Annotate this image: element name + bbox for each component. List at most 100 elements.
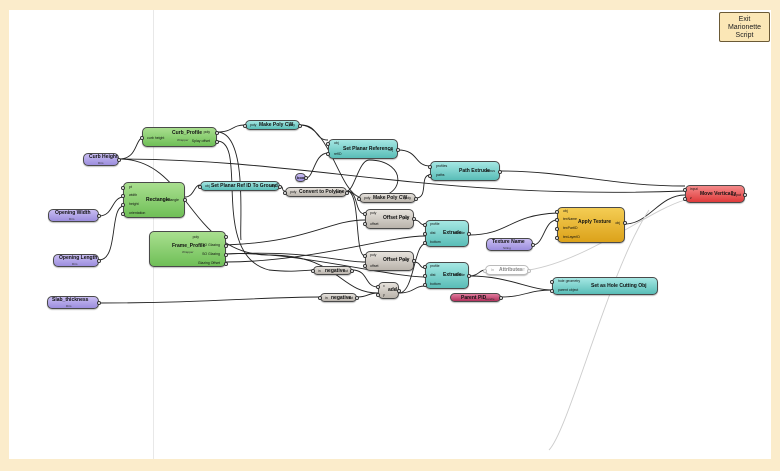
output-port[interactable] bbox=[412, 217, 416, 221]
offset-poly-node-2[interactable]: poly offset Offset Poly poly bbox=[363, 251, 416, 271]
texture-name-node[interactable]: Texture Name String bbox=[486, 238, 535, 251]
input-port[interactable] bbox=[555, 227, 559, 231]
input-port[interactable] bbox=[483, 269, 487, 273]
parent-pid-node[interactable]: Parent PID Handle bbox=[450, 293, 503, 302]
input-port[interactable] bbox=[550, 280, 554, 284]
frame-profile-node[interactable]: Frame_Profile Wrapper poly TO Glazing SO… bbox=[149, 231, 228, 267]
input-port[interactable] bbox=[550, 289, 554, 293]
make-poly-cw-node[interactable]: poly Make Poly CW poly bbox=[243, 120, 302, 130]
input-port[interactable] bbox=[428, 174, 432, 178]
output-port[interactable] bbox=[397, 289, 401, 293]
negative-node-1[interactable]: in negative out bbox=[311, 266, 354, 275]
output-port[interactable] bbox=[215, 140, 219, 144]
opening-width-node[interactable]: Opening Width Dim bbox=[48, 209, 101, 222]
curb-profile-node[interactable]: Curb_Profile Wrapper curb height poly Sp… bbox=[140, 127, 219, 147]
input-port[interactable] bbox=[423, 232, 427, 236]
input-port[interactable] bbox=[224, 235, 228, 239]
input-port[interactable] bbox=[311, 269, 315, 273]
input-port[interactable] bbox=[423, 223, 427, 227]
output-port[interactable] bbox=[224, 244, 228, 248]
output-port[interactable] bbox=[527, 269, 531, 273]
input-port[interactable] bbox=[363, 212, 367, 216]
output-port[interactable] bbox=[97, 259, 101, 263]
attributes-node[interactable]: In Attributes OUT bbox=[483, 265, 531, 275]
input-port[interactable] bbox=[683, 188, 687, 192]
wire bbox=[397, 149, 431, 167]
input-port[interactable] bbox=[363, 264, 367, 268]
set-planar-reference-node[interactable]: obj refID Set Planar Reference obj bbox=[326, 139, 400, 159]
offset-poly-node-1[interactable]: poly offset Offset Poly poly bbox=[363, 209, 416, 229]
input-port[interactable] bbox=[683, 197, 687, 201]
output-port[interactable] bbox=[350, 269, 354, 273]
output-port[interactable] bbox=[499, 296, 503, 300]
set-planar-ref-ground-node[interactable]: obj Set Planar Ref ID To Ground obj bbox=[198, 181, 282, 191]
rectangle-node[interactable]: Rectangle pt width height orientation re… bbox=[121, 182, 187, 218]
output-port[interactable] bbox=[304, 176, 308, 180]
bool-node[interactable]: bool bbox=[295, 173, 308, 182]
opening-length-node[interactable]: Opening Length Dim bbox=[53, 254, 101, 267]
output-port[interactable] bbox=[298, 124, 302, 128]
move-vertically-node[interactable]: input z Move Vertically output bbox=[683, 185, 747, 203]
negative-node-2[interactable]: in negative out bbox=[318, 293, 359, 302]
output-port[interactable] bbox=[467, 274, 471, 278]
input-port[interactable] bbox=[121, 203, 125, 207]
output-port[interactable] bbox=[117, 158, 121, 162]
input-port[interactable] bbox=[363, 222, 367, 226]
path-extrude-node[interactable]: profiles paths Path Extrude extrus bbox=[428, 161, 502, 181]
input-port[interactable] bbox=[121, 186, 125, 190]
input-port[interactable] bbox=[326, 152, 330, 156]
input-port[interactable] bbox=[423, 241, 427, 245]
output-port[interactable] bbox=[623, 221, 627, 225]
input-port[interactable] bbox=[318, 296, 322, 300]
make-poly-cw-node-2[interactable]: poly Make Poly CW poly bbox=[357, 193, 418, 203]
node-type: Wrapper bbox=[182, 250, 194, 254]
output-port[interactable] bbox=[498, 170, 502, 174]
output-port[interactable] bbox=[743, 193, 747, 197]
input-port[interactable] bbox=[243, 124, 247, 128]
input-port[interactable] bbox=[357, 197, 361, 201]
set-hole-cutting-node[interactable]: hole geometry parent object Set as Hole … bbox=[550, 277, 658, 295]
input-label: x bbox=[383, 284, 385, 288]
output-port[interactable] bbox=[97, 214, 101, 218]
input-port[interactable] bbox=[423, 274, 427, 278]
output-port[interactable] bbox=[224, 262, 228, 266]
exit-marionette-script-button[interactable]: Exit Marionette Script bbox=[719, 12, 770, 42]
extrude-node-1[interactable]: profile dist bottom Extrude extrude bbox=[423, 220, 471, 247]
input-port[interactable] bbox=[198, 185, 202, 189]
slab-thickness-node[interactable]: Slab_thickness Dim bbox=[47, 296, 101, 309]
output-port[interactable] bbox=[278, 185, 282, 189]
output-port[interactable] bbox=[183, 198, 187, 202]
output-port[interactable] bbox=[215, 131, 219, 135]
input-port[interactable] bbox=[555, 236, 559, 240]
input-port[interactable] bbox=[423, 283, 427, 287]
input-label: poly bbox=[370, 253, 377, 257]
output-port[interactable] bbox=[467, 232, 471, 236]
apply-texture-node[interactable]: obj texName texPartID texLayerID Apply T… bbox=[555, 207, 627, 243]
input-port[interactable] bbox=[326, 142, 330, 146]
output-port[interactable] bbox=[97, 301, 101, 305]
input-port[interactable] bbox=[140, 136, 144, 140]
input-port[interactable] bbox=[555, 210, 559, 214]
input-port[interactable] bbox=[121, 212, 125, 216]
input-port[interactable] bbox=[555, 218, 559, 222]
convert-to-polyline-node[interactable]: poly Convert to Polyline poly bbox=[283, 187, 349, 197]
input-port[interactable] bbox=[428, 165, 432, 169]
curb-height-node[interactable]: Curb Height Dim bbox=[83, 153, 121, 166]
marionette-canvas[interactable]: Curb Height Dim Opening Width Dim Openin… bbox=[9, 10, 771, 459]
input-port[interactable] bbox=[376, 293, 380, 297]
output-port[interactable] bbox=[412, 259, 416, 263]
input-port[interactable] bbox=[376, 285, 380, 289]
output-port[interactable] bbox=[396, 148, 400, 152]
output-port[interactable] bbox=[531, 243, 535, 247]
output-port[interactable] bbox=[414, 197, 418, 201]
output-port[interactable] bbox=[345, 191, 349, 195]
node-title: Path Extrude bbox=[459, 168, 490, 174]
input-port[interactable] bbox=[121, 194, 125, 198]
input-port[interactable] bbox=[423, 265, 427, 269]
extrude-node-2[interactable]: profile dist bottom Extrude extrude bbox=[423, 262, 471, 289]
output-port[interactable] bbox=[355, 296, 359, 300]
output-port[interactable] bbox=[224, 253, 228, 257]
input-port[interactable] bbox=[283, 191, 287, 195]
input-port[interactable] bbox=[363, 254, 367, 258]
add-node[interactable]: x y add z bbox=[376, 282, 401, 299]
